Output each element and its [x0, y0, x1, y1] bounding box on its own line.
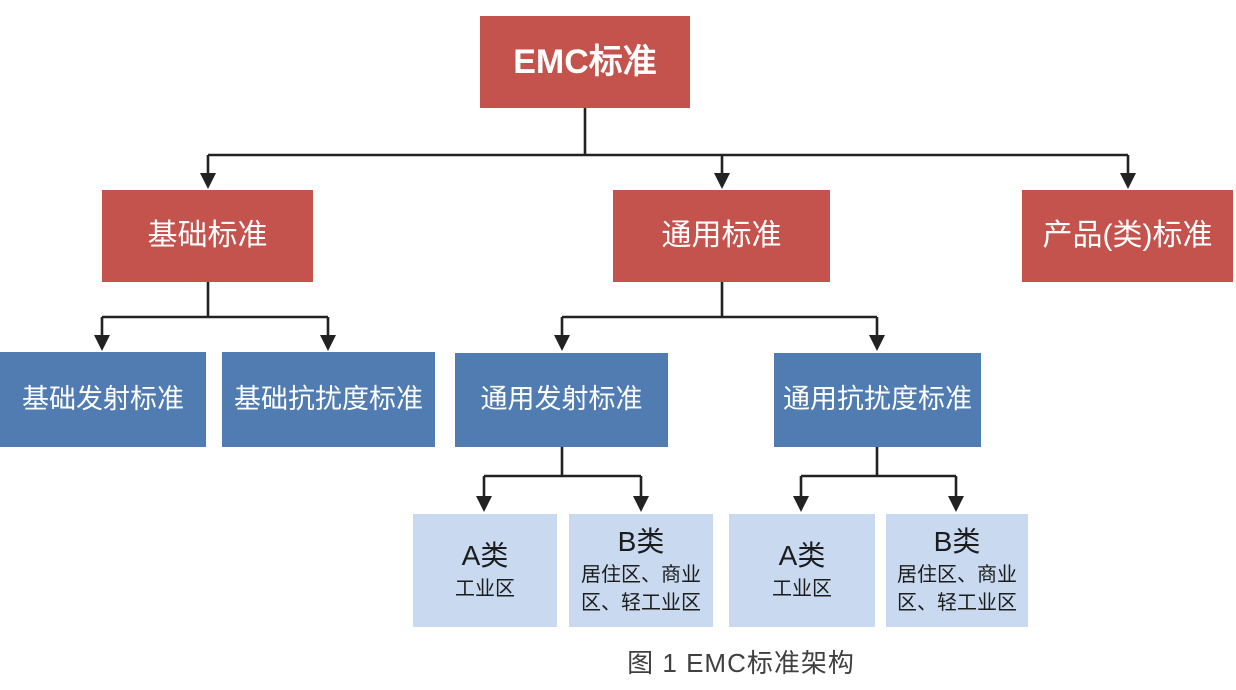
- node-generic-emission-standard: 通用发射标准: [455, 353, 668, 447]
- arrowhead-icon: [633, 496, 649, 512]
- arrowhead-icon: [94, 335, 110, 351]
- node-product-class-standard: 产品(类)标准: [1022, 190, 1233, 282]
- node-immunity-class-b: B类 居住区、商业区、轻工业区: [886, 514, 1028, 627]
- arrowhead-icon: [714, 173, 730, 189]
- node-basic-emission-standard: 基础发射标准: [0, 352, 206, 447]
- arrowhead-icon: [476, 496, 492, 512]
- node-label: A类: [461, 540, 509, 572]
- node-immunity-class-a: A类 工业区: [729, 514, 875, 627]
- node-generic-standard: 通用标准: [613, 190, 830, 282]
- arrowhead-icon: [554, 335, 570, 351]
- node-label: A类: [778, 540, 826, 572]
- node-label: 基础标准: [147, 219, 268, 253]
- node-label: 基础抗扰度标准: [234, 383, 423, 414]
- arrowhead-icon: [793, 496, 809, 512]
- node-label: EMC标准: [513, 42, 657, 81]
- node-emc-standard: EMC标准: [480, 16, 690, 108]
- node-sublabel: 工业区: [455, 577, 515, 600]
- node-label: B类: [933, 526, 981, 558]
- node-sublabel: 工业区: [772, 577, 832, 600]
- node-sublabel: 居住区、商业区、轻工业区: [581, 563, 701, 614]
- arrowhead-icon: [1120, 173, 1136, 189]
- figure-caption: 图 1 EMC标准架构: [627, 648, 855, 678]
- arrowhead-icon: [320, 335, 336, 351]
- node-emission-class-b: B类 居住区、商业区、轻工业区: [569, 514, 713, 627]
- node-label: 基础发射标准: [22, 383, 184, 414]
- node-basic-standard: 基础标准: [102, 190, 313, 282]
- node-label: 通用抗扰度标准: [783, 384, 972, 415]
- node-label: 产品(类)标准: [1042, 219, 1213, 253]
- node-sublabel: 居住区、商业区、轻工业区: [897, 563, 1017, 614]
- node-label: 通用标准: [661, 219, 782, 253]
- node-emission-class-a: A类 工业区: [413, 514, 557, 627]
- arrowhead-icon: [200, 173, 216, 189]
- arrowhead-icon: [948, 496, 964, 512]
- node-label: 通用发射标准: [480, 384, 643, 415]
- arrowhead-icon: [869, 335, 885, 351]
- node-label: B类: [617, 526, 665, 558]
- node-generic-immunity-standard: 通用抗扰度标准: [774, 353, 981, 447]
- node-basic-immunity-standard: 基础抗扰度标准: [222, 352, 435, 447]
